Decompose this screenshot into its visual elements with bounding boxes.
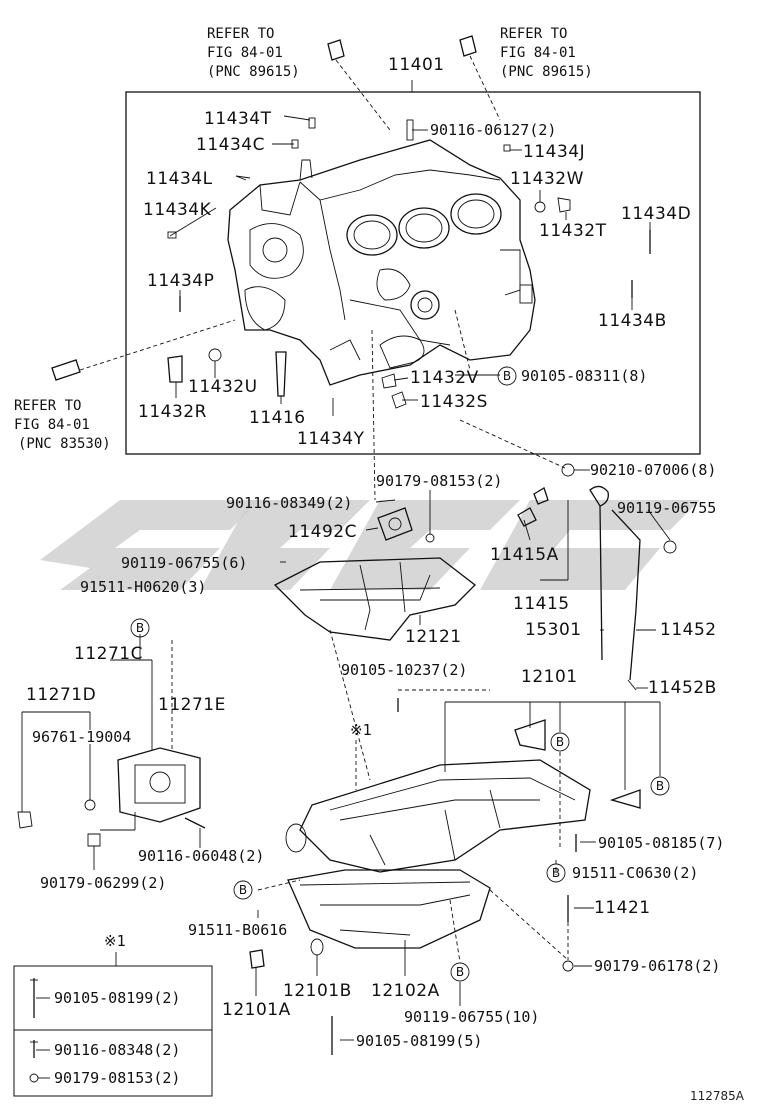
sensor-connectors xyxy=(51,35,477,381)
part-label-90105-10237[interactable]: 90105-10237(2) xyxy=(341,661,467,679)
part-label-90105-08185[interactable]: 90105-08185(7) xyxy=(598,834,724,852)
part-label-11271D[interactable]: 11271D xyxy=(26,685,96,705)
part-label-11432U[interactable]: 11432U xyxy=(188,377,258,397)
badge-b-4: B xyxy=(650,776,670,796)
part-label-90210-07006[interactable]: 90210-07006(8) xyxy=(590,461,716,479)
svg-text:B: B xyxy=(503,369,511,383)
part-label-91511-C0630[interactable]: 91511-C0630(2) xyxy=(572,864,698,882)
ref-block-top-left[interactable]: REFER TO FIG 84-01 (PNC 89615) xyxy=(207,26,300,80)
ref-line: REFER TO xyxy=(500,26,567,42)
part-label-15301[interactable]: 15301 xyxy=(525,620,582,640)
svg-text:B: B xyxy=(239,883,247,897)
legend-row[interactable]: 90179-08153(2) xyxy=(54,1069,180,1087)
part-label-11492C[interactable]: 11492C xyxy=(288,522,357,542)
note-mark-x1: ※1 xyxy=(350,721,372,739)
part-label-11432S[interactable]: 11432S xyxy=(420,392,488,412)
part-label-96761-19004[interactable]: 96761-19004 xyxy=(32,728,131,746)
badge-b-5: B xyxy=(546,863,566,883)
part-label-11434K[interactable]: 11434K xyxy=(143,200,212,220)
part-label-90116-06048[interactable]: 90116-06048(2) xyxy=(138,847,264,865)
part-label-90105-08311[interactable]: 90105-08311(8) xyxy=(521,367,647,385)
part-label-90119-06755-6[interactable]: 90119-06755(6) xyxy=(121,554,247,572)
part-label-12121[interactable]: 12121 xyxy=(405,627,462,647)
part-label-11434D[interactable]: 11434D xyxy=(621,204,691,224)
note-legend-box: ※1 90105-08199(2) 90116-08348(2) 90179-0… xyxy=(13,932,213,1097)
badge-b-1: B xyxy=(497,366,517,386)
part-label-11452[interactable]: 11452 xyxy=(660,620,717,640)
part-label-11415A[interactable]: 11415A xyxy=(490,545,559,565)
part-label-11432T[interactable]: 11432T xyxy=(539,221,607,241)
part-label-11434L[interactable]: 11434L xyxy=(146,169,213,189)
svg-text:B: B xyxy=(556,735,564,749)
baffle-plate-12121 xyxy=(273,557,476,641)
part-label-91511-H0620[interactable]: 91511-H0620(3) xyxy=(80,578,206,596)
part-label-11434Y[interactable]: 11434Y xyxy=(297,429,365,449)
part-label-12101B[interactable]: 12101B xyxy=(283,981,352,1001)
dipstick xyxy=(425,485,677,691)
part-label-12102A[interactable]: 12102A xyxy=(371,981,440,1001)
part-label-11432R[interactable]: 11432R xyxy=(138,402,207,422)
oil-pan-lower xyxy=(287,869,491,949)
badge-b-3: B xyxy=(550,732,570,752)
part-label-11416[interactable]: 11416 xyxy=(249,408,306,428)
svg-text:B: B xyxy=(656,779,664,793)
ref-line: REFER TO xyxy=(207,26,274,42)
part-label-11415[interactable]: 11415 xyxy=(513,594,570,614)
ref-line: (PNC 89615) xyxy=(207,64,300,80)
part-labels: 11401 11434T 11434C 11434L 11434K 11434P… xyxy=(26,55,724,1050)
ref-line: REFER TO xyxy=(14,398,81,414)
part-label-11434P[interactable]: 11434P xyxy=(147,271,214,291)
pan-hardware xyxy=(249,698,577,1055)
part-label-11271E[interactable]: 11271E xyxy=(158,695,226,715)
part-label-90179-08153[interactable]: 90179-08153(2) xyxy=(376,472,502,490)
ref-line: FIG 84-01 xyxy=(207,45,283,61)
badge-b-6: B xyxy=(233,880,253,900)
ref-line: (PNC 83530) xyxy=(18,436,111,452)
part-label-11401[interactable]: 11401 xyxy=(388,55,445,75)
part-label-11434T[interactable]: 11434T xyxy=(204,109,272,129)
badge-b-7: B xyxy=(450,962,470,982)
part-label-90119-06755[interactable]: 90119-06755 xyxy=(617,499,716,517)
part-label-90116-06127[interactable]: 90116-06127(2) xyxy=(430,121,556,139)
ref-line: (PNC 89615) xyxy=(500,64,593,80)
badge-group: B B B B B B B xyxy=(130,366,670,982)
part-label-12101A[interactable]: 12101A xyxy=(222,1000,291,1020)
part-label-12101[interactable]: 12101 xyxy=(521,667,578,687)
block-frame xyxy=(125,91,701,455)
part-label-11421[interactable]: 11421 xyxy=(594,898,651,918)
oil-pan-upper xyxy=(285,719,641,873)
part-label-90116-08349[interactable]: 90116-08349(2) xyxy=(226,494,352,512)
badge-b-2: B xyxy=(130,618,150,638)
legend-row[interactable]: 90116-08348(2) xyxy=(54,1041,180,1059)
part-label-11434B[interactable]: 11434B xyxy=(598,311,667,331)
legend-row[interactable]: 90105-08199(2) xyxy=(54,989,180,1007)
legend-title: ※1 xyxy=(104,932,126,950)
part-label-90119-06755-10[interactable]: 90119-06755(10) xyxy=(404,1008,539,1026)
svg-text:B: B xyxy=(136,621,144,635)
part-label-11434C[interactable]: 11434C xyxy=(196,135,265,155)
part-label-91511-B0616[interactable]: 91511-B0616 xyxy=(188,921,287,939)
part-label-90179-06299[interactable]: 90179-06299(2) xyxy=(40,874,166,892)
leader-lines xyxy=(21,55,671,1041)
ref-line: FIG 84-01 xyxy=(14,417,90,433)
svg-text:B: B xyxy=(456,965,464,979)
gasket-11492C xyxy=(377,507,413,541)
part-label-90105-08199-5[interactable]: 90105-08199(5) xyxy=(356,1032,482,1050)
ref-line: FIG 84-01 xyxy=(500,45,576,61)
ref-block-top-right[interactable]: REFER TO FIG 84-01 (PNC 89615) xyxy=(500,26,593,80)
watermark-logo xyxy=(40,500,700,590)
ref-block-left[interactable]: REFER TO FIG 84-01 (PNC 83530) xyxy=(14,398,111,452)
part-label-11432W[interactable]: 11432W xyxy=(510,169,584,189)
svg-text:B: B xyxy=(552,866,560,880)
cylinder-block xyxy=(227,139,536,386)
part-label-11432V[interactable]: 11432V xyxy=(410,368,479,388)
part-label-90179-06178[interactable]: 90179-06178(2) xyxy=(594,957,720,975)
figure-code: 112785A xyxy=(690,1089,745,1103)
part-label-11434J[interactable]: 11434J xyxy=(523,142,585,162)
part-label-11271C[interactable]: 11271C xyxy=(74,644,143,664)
part-label-11452B[interactable]: 11452B xyxy=(648,678,717,698)
cover-11271 xyxy=(17,747,206,847)
